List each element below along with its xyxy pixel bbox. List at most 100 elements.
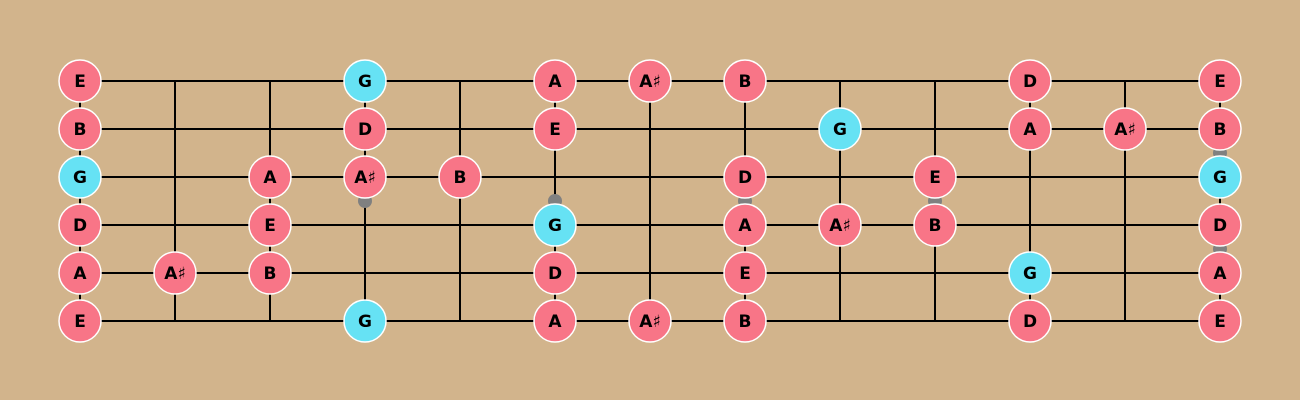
note-s1-f0: E — [58, 59, 102, 103]
note-dot — [58, 107, 102, 151]
note-label: D — [738, 168, 752, 188]
note-s1-f3: G — [343, 59, 387, 103]
note-label: B — [739, 72, 752, 92]
note-dot — [1103, 107, 1147, 151]
note-dot — [533, 299, 577, 343]
note-label: A♯ — [639, 72, 660, 92]
note-s4-f9: B — [913, 203, 957, 247]
note-s3-f4: B — [438, 155, 482, 199]
note-dot — [248, 203, 292, 247]
note-label: E — [264, 216, 276, 236]
note-s3-f12: G — [1198, 155, 1242, 199]
note-s1-f5: A — [533, 59, 577, 103]
note-s5-f5: D — [533, 251, 577, 295]
note-label: A♯ — [164, 264, 185, 284]
note-label: A — [263, 168, 277, 188]
note-dot — [628, 59, 672, 103]
note-label: A — [1213, 264, 1227, 284]
note-label: G — [1023, 264, 1037, 284]
note-s2-f0: B — [58, 107, 102, 151]
note-label: A♯ — [1114, 120, 1135, 140]
note-label: E — [739, 264, 751, 284]
note-label: D — [1023, 72, 1037, 92]
note-dot — [1198, 107, 1242, 151]
note-label: A — [548, 72, 562, 92]
note-label: A♯ — [639, 312, 660, 332]
note-label: E — [1214, 72, 1226, 92]
note-s3-f0: G — [58, 155, 102, 199]
note-dot — [1198, 299, 1242, 343]
note-dot — [153, 251, 197, 295]
note-dot — [343, 59, 387, 103]
note-s5-f0: A — [58, 251, 102, 295]
note-dot — [723, 59, 767, 103]
note-s6-f0: E — [58, 299, 102, 343]
note-dot — [913, 203, 957, 247]
note-s1-f6: A♯ — [628, 59, 672, 103]
note-label: E — [929, 168, 941, 188]
note-label: B — [1214, 120, 1227, 140]
note-s6-f10: D — [1008, 299, 1052, 343]
note-dot — [248, 251, 292, 295]
note-label: D — [358, 120, 372, 140]
note-dot — [343, 155, 387, 199]
note-dot — [533, 251, 577, 295]
note-dot — [343, 299, 387, 343]
note-label: E — [74, 312, 86, 332]
note-dot — [1008, 59, 1052, 103]
note-label: G — [358, 312, 372, 332]
note-label: B — [264, 264, 277, 284]
note-label: A — [738, 216, 752, 236]
note-label: B — [739, 312, 752, 332]
note-dot — [913, 155, 957, 199]
note-dot — [58, 203, 102, 247]
note-label: G — [833, 120, 847, 140]
note-label: G — [548, 216, 562, 236]
note-dot — [58, 59, 102, 103]
note-label: B — [454, 168, 467, 188]
note-s3-f2: A — [248, 155, 292, 199]
note-dot — [818, 107, 862, 151]
note-label: D — [1213, 216, 1227, 236]
note-dot — [58, 299, 102, 343]
note-label: G — [1213, 168, 1227, 188]
note-label: E — [1214, 312, 1226, 332]
note-s6-f7: B — [723, 299, 767, 343]
note-s4-f8: A♯ — [818, 203, 862, 247]
note-label: E — [549, 120, 561, 140]
note-dot — [1008, 107, 1052, 151]
note-dot — [438, 155, 482, 199]
note-s4-f5: G — [533, 203, 577, 247]
note-s5-f2: B — [248, 251, 292, 295]
note-dot — [533, 107, 577, 151]
note-label: G — [73, 168, 87, 188]
note-dot — [1198, 59, 1242, 103]
note-s5-f1: A♯ — [153, 251, 197, 295]
note-label: A — [548, 312, 562, 332]
note-s2-f11: A♯ — [1103, 107, 1147, 151]
note-dot — [343, 107, 387, 151]
note-s3-f3: A♯ — [343, 155, 387, 199]
note-dot — [723, 155, 767, 199]
note-dot — [818, 203, 862, 247]
note-label: A♯ — [354, 168, 375, 188]
note-label: D — [73, 216, 87, 236]
note-s2-f10: A — [1008, 107, 1052, 151]
note-dot — [1008, 251, 1052, 295]
note-label: A — [73, 264, 87, 284]
note-label: B — [929, 216, 942, 236]
note-s5-f7: E — [723, 251, 767, 295]
note-dot — [533, 203, 577, 247]
note-dot — [723, 203, 767, 247]
note-dot — [248, 155, 292, 199]
note-dot — [628, 299, 672, 343]
note-dot — [1198, 203, 1242, 247]
note-s3-f7: D — [723, 155, 767, 199]
note-label: A — [1023, 120, 1037, 140]
note-dot — [1008, 299, 1052, 343]
note-s2-f8: G — [818, 107, 862, 151]
note-s2-f5: E — [533, 107, 577, 151]
note-s5-f10: G — [1008, 251, 1052, 295]
